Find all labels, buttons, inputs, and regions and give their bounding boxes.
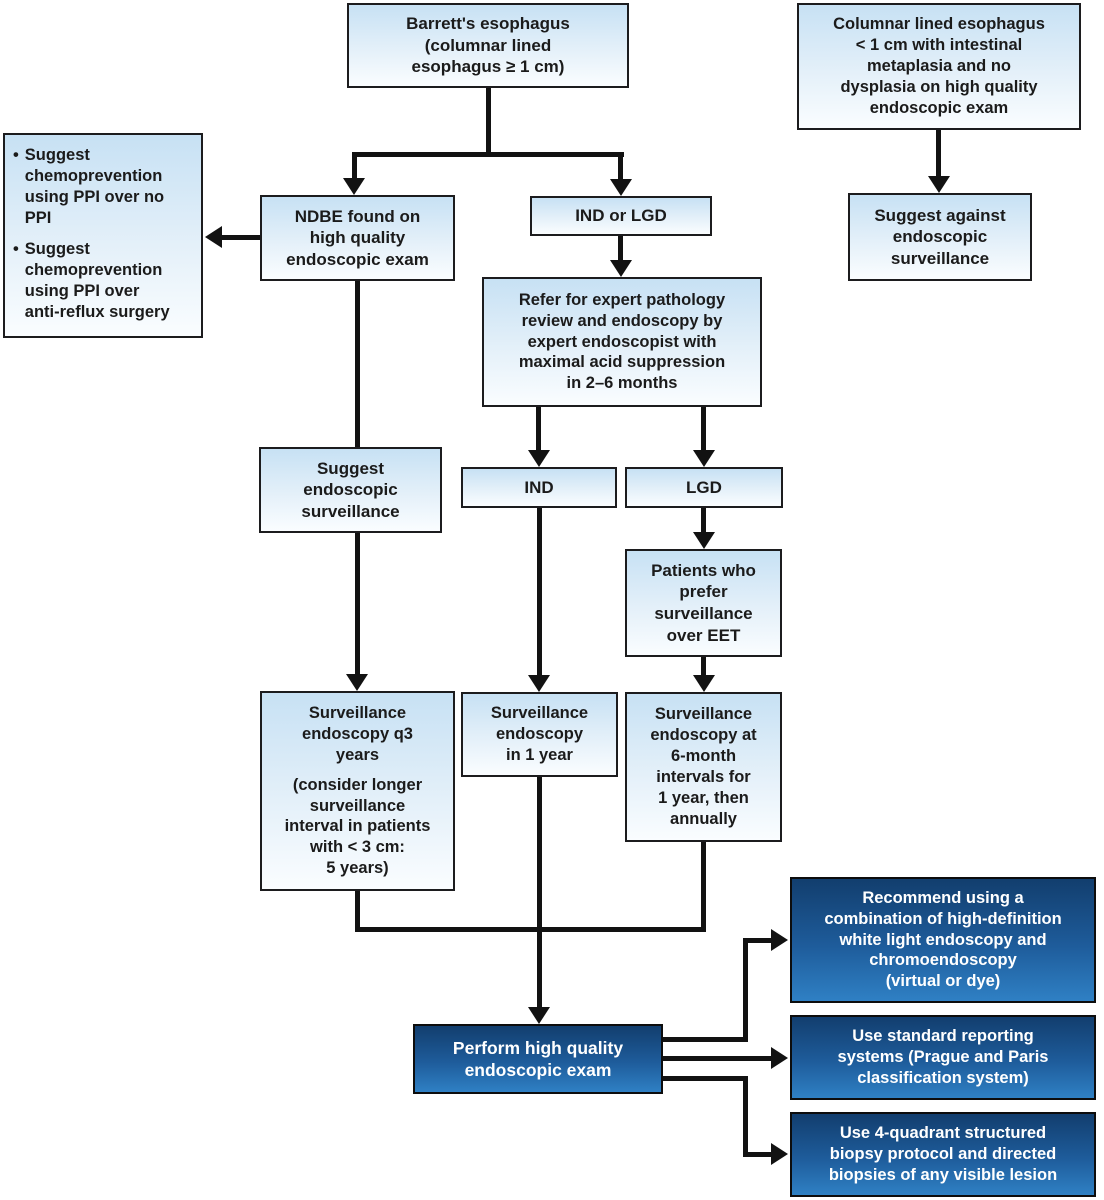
arrowhead-ind <box>528 450 550 467</box>
connector-barretts-down <box>486 88 491 157</box>
node-lgd: LGD <box>625 467 783 508</box>
connector-1yr-to-perform <box>537 777 542 1007</box>
connector-indlgd-to-refer <box>618 236 623 260</box>
connector-into-rec3 <box>743 1152 772 1157</box>
chemo-item-text: Suggest chemoprevention using PPI over a… <box>24 239 170 321</box>
q3-note-text: (consider longer surveillance interval i… <box>284 775 431 878</box>
connector-perform-out-bottom <box>663 1076 748 1081</box>
arrowhead-chemo <box>205 226 222 248</box>
node-surveillance-q3-years: Surveillance endoscopy q3 years (conside… <box>260 691 455 891</box>
node-suggest-endoscopic-surveillance: Suggest endoscopic surveillance <box>259 447 442 533</box>
arrowhead-q3 <box>346 674 368 691</box>
connector-lgd-to-patients <box>701 508 706 532</box>
arrowhead-refer <box>610 260 632 277</box>
arrowhead-rec2 <box>771 1047 788 1069</box>
connector-ind-to-1yr <box>537 508 542 675</box>
chemo-bullet-item: • Suggest chemoprevention using PPI over… <box>13 239 170 323</box>
node-patients-prefer-surveillance: Patients who prefer surveillance over EE… <box>625 549 782 657</box>
connector-patients-to-6mo <box>701 657 706 675</box>
node-surveillance-6-month: Surveillance endoscopy at 6-month interv… <box>625 692 782 842</box>
arrowhead-1yr <box>528 675 550 692</box>
node-recommend-hd-wle-chromo: Recommend using a combination of high-de… <box>790 877 1096 1003</box>
connector-q3-merge <box>355 891 360 932</box>
arrowhead-indlgd <box>610 179 632 196</box>
connector-down-to-rec3 <box>743 1076 748 1157</box>
node-suggest-against-surveillance: Suggest against endoscopic surveillance <box>848 193 1032 281</box>
arrowhead-6mo <box>693 675 715 692</box>
connector-refer-to-ind <box>536 407 541 450</box>
connector-perform-out-top <box>663 1037 748 1042</box>
arrowhead-rec3 <box>771 1143 788 1165</box>
connector-to-ndbe <box>352 152 357 180</box>
node-chemoprevention-suggestions: • Suggest chemoprevention using PPI over… <box>3 133 203 338</box>
connector-up-to-rec1 <box>743 938 748 1042</box>
node-refer-expert-pathology: Refer for expert pathology review and en… <box>482 277 762 407</box>
arrowhead-perform <box>528 1007 550 1024</box>
node-surveillance-1-year: Surveillance endoscopy in 1 year <box>461 692 618 777</box>
connector-6mo-merge <box>701 842 706 932</box>
chemo-item-text: Suggest chemoprevention using PPI over n… <box>24 146 165 227</box>
node-perform-high-quality-exam: Perform high quality endoscopic exam <box>413 1024 663 1094</box>
arrowhead-lgd <box>693 450 715 467</box>
node-ndbe-found: NDBE found on high quality endoscopic ex… <box>260 195 455 281</box>
bullet-icon: • <box>13 239 19 258</box>
node-columnar-lined-lt1cm: Columnar lined esophagus < 1 cm with int… <box>797 3 1081 130</box>
q3-main-text: Surveillance endoscopy q3 years <box>302 703 413 764</box>
node-use-standard-reporting: Use standard reporting systems (Prague a… <box>790 1015 1096 1100</box>
connector-refer-to-lgd <box>701 407 706 450</box>
arrowhead-ndbe <box>343 178 365 195</box>
arrowhead-rec1 <box>771 929 788 951</box>
connector-perform-out-mid <box>663 1056 771 1061</box>
node-use-4-quadrant-biopsy: Use 4-quadrant structured biopsy protoco… <box>790 1112 1096 1197</box>
node-ind: IND <box>461 467 617 508</box>
arrowhead-suggest-against <box>928 176 950 193</box>
connector-columnar-down <box>936 130 941 176</box>
connector-to-indlgd <box>618 152 623 180</box>
chemo-bullet-item: • Suggest chemoprevention using PPI over… <box>13 145 164 229</box>
arrowhead-patients <box>693 532 715 549</box>
connector-into-rec1 <box>743 938 772 943</box>
connector-merge-horizontal <box>355 927 706 932</box>
connector-ndbe-to-chemo <box>220 235 262 240</box>
connector-top-split <box>352 152 624 157</box>
node-barretts-esophagus: Barrett's esophagus (columnar lined esop… <box>347 3 629 88</box>
bullet-icon: • <box>13 146 19 164</box>
node-ind-or-lgd: IND or LGD <box>530 196 712 236</box>
